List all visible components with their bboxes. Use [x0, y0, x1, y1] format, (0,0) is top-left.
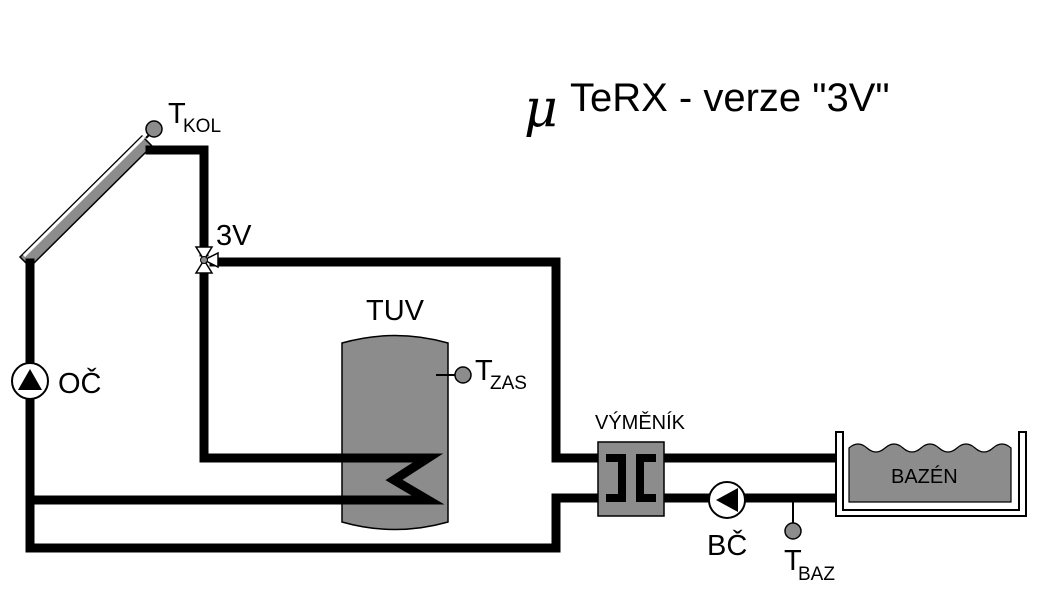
tkol-label-main: T	[168, 98, 186, 130]
tkol-sensor	[145, 120, 163, 139]
pump-oc-label: OČ	[58, 366, 102, 400]
pool-label: BAZÉN	[891, 465, 958, 488]
valve-label: 3V	[216, 220, 252, 252]
pipe-collector-return	[25, 258, 611, 553]
title-symbol: μ	[524, 79, 558, 139]
tuv-tank	[340, 334, 449, 531]
pump-bc-label: BČ	[707, 528, 747, 562]
three-way-valve	[194, 246, 219, 274]
tuv-label: TUV	[366, 295, 425, 327]
pump-bc	[708, 481, 746, 519]
pipe-valve-to-exchanger	[209, 257, 611, 463]
heat-exchanger	[597, 441, 665, 517]
tkol-label-sub: KOL	[183, 116, 221, 137]
solar-collector	[18, 134, 154, 269]
tbaz-label-main: T	[784, 545, 802, 577]
tbaz-sensor	[784, 498, 802, 540]
pump-oc	[11, 362, 49, 400]
exchanger-label: VÝMĚNÍK	[595, 411, 686, 434]
pipe-collector-to-valve	[145, 145, 209, 257]
pool	[835, 431, 1027, 517]
tzas-label-main: T	[475, 355, 493, 387]
pipe-valve-to-coil	[199, 267, 405, 463]
tzas-label-sub: ZAS	[490, 373, 527, 394]
tank-coil	[340, 453, 445, 505]
tbaz-label-sub: BAZ	[798, 564, 835, 585]
title-text: TeRX - verze "3V"	[570, 76, 890, 120]
tzas-sensor	[436, 366, 472, 384]
